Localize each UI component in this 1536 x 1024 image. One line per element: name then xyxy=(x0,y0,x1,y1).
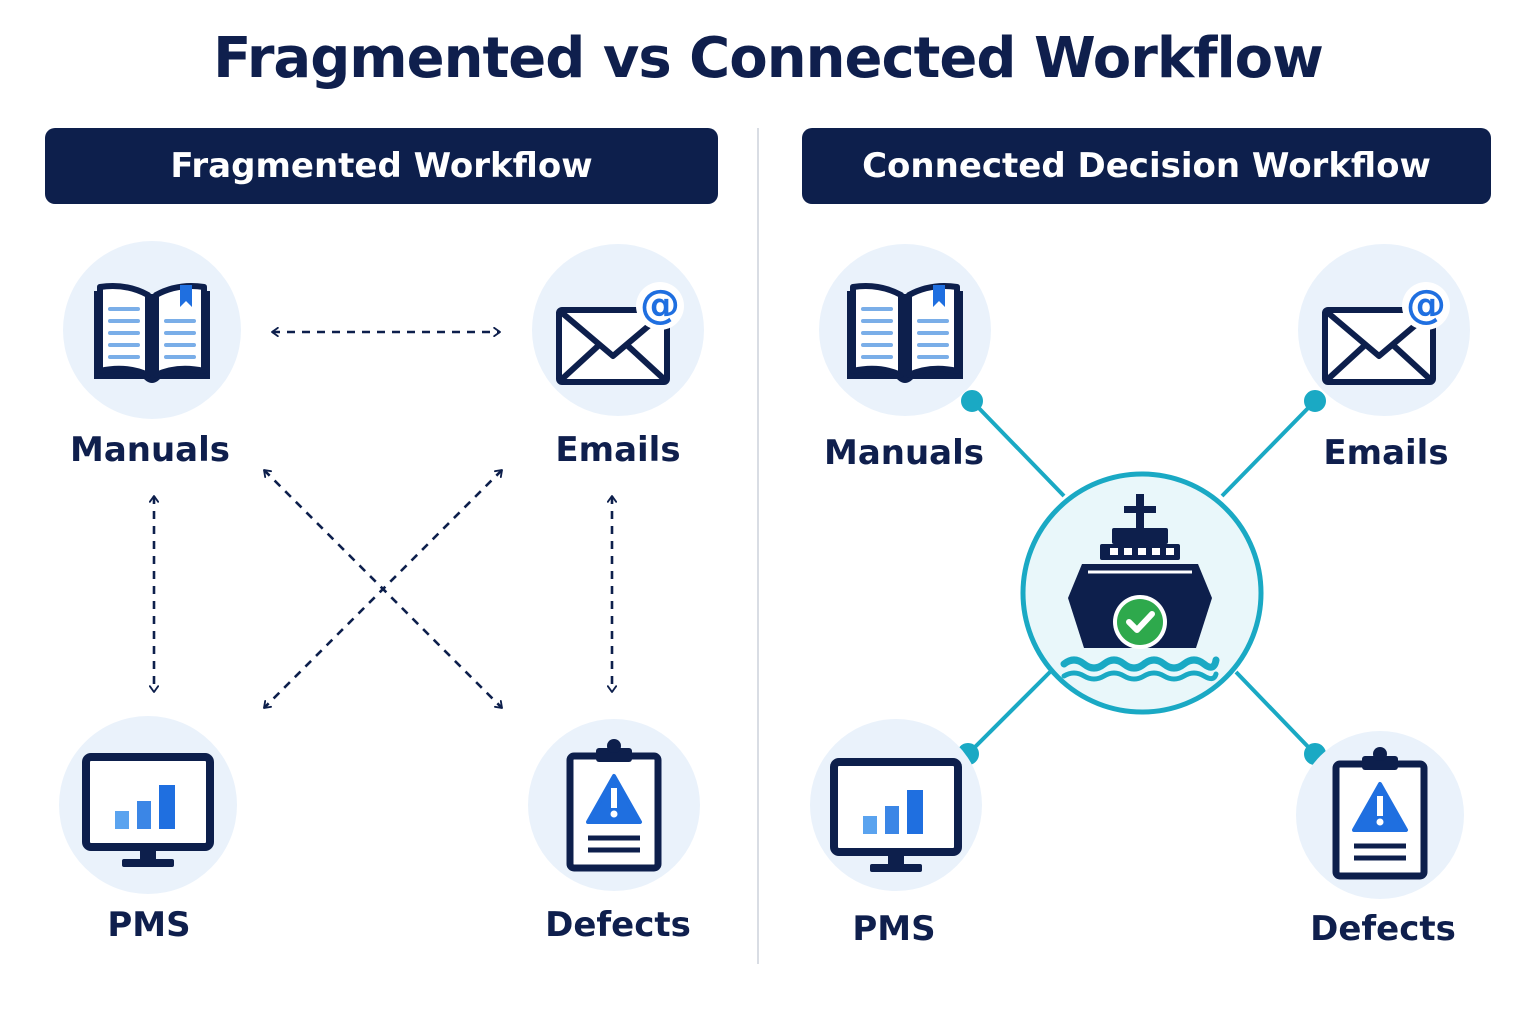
spoke-pms xyxy=(966,670,1052,756)
left-manuals-node xyxy=(63,241,241,419)
book-icon xyxy=(94,285,210,383)
monitor-chart-icon xyxy=(86,757,210,867)
right-label-pms: PMS xyxy=(852,909,936,949)
checkmark-icon xyxy=(1117,599,1163,645)
spoke-defects xyxy=(1234,670,1317,756)
spoke-dot-emails xyxy=(1304,390,1326,412)
book-icon xyxy=(847,285,963,383)
right-label-manuals: Manuals xyxy=(823,433,985,473)
arrow-emails-pms xyxy=(263,469,503,709)
clipboard-warning-icon xyxy=(1336,747,1424,876)
spoke-dot-manuals xyxy=(961,390,983,412)
right-label-defects: Defects xyxy=(1310,909,1456,949)
left-defects-node xyxy=(528,719,700,891)
clipboard-warning-icon xyxy=(570,739,658,868)
right-manuals-node xyxy=(819,244,991,416)
connected-header: Connected Decision Workflow xyxy=(802,128,1491,204)
panel-divider xyxy=(757,128,759,964)
fragmented-connectors xyxy=(154,332,612,709)
left-label-defects: Defects xyxy=(545,905,691,945)
right-defects-node xyxy=(1296,731,1464,899)
left-emails-node xyxy=(532,244,704,416)
left-label-manuals: Manuals xyxy=(69,430,231,470)
ship-icon xyxy=(1060,494,1220,682)
right-label-emails: Emails xyxy=(1323,433,1449,473)
monitor-chart-icon xyxy=(834,762,958,872)
left-label-emails: Emails xyxy=(555,430,681,470)
fragmented-header: Fragmented Workflow xyxy=(45,128,718,204)
spoke-manuals xyxy=(970,399,1066,498)
left-pms-node xyxy=(59,716,237,894)
right-pms-node xyxy=(810,719,982,891)
spoke-emails xyxy=(1220,399,1317,498)
right-emails-node xyxy=(1298,244,1470,416)
page-title: Fragmented vs Connected Workflow xyxy=(213,26,1324,91)
hub-node xyxy=(1020,471,1264,715)
left-label-pms: PMS xyxy=(107,905,191,945)
